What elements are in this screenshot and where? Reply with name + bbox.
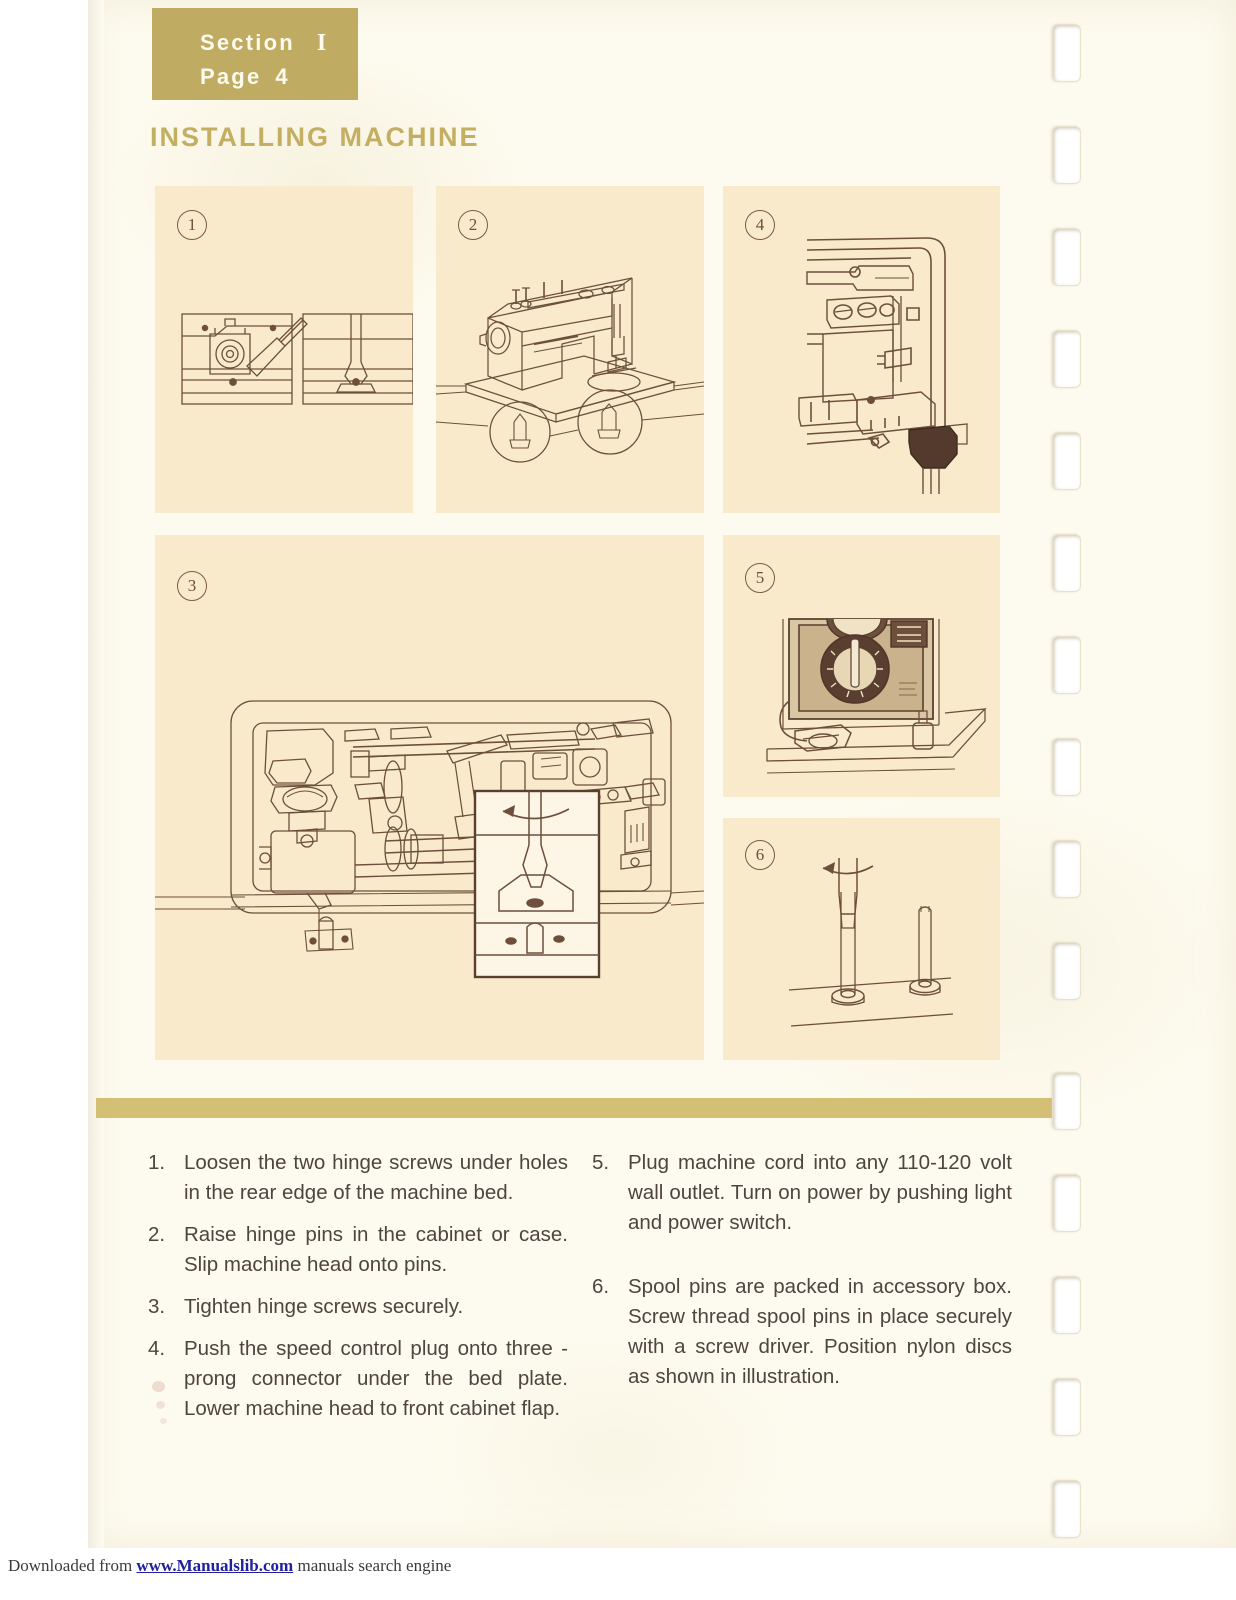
section-divider-bar bbox=[96, 1098, 1054, 1118]
page-left-edge-shadow bbox=[88, 0, 104, 1548]
footer-prefix: Downloaded from bbox=[8, 1556, 137, 1575]
panel-number-4: 4 bbox=[745, 210, 775, 240]
panel-number-5: 5 bbox=[745, 563, 775, 593]
step-number: 3. bbox=[148, 1295, 166, 1318]
instruction-step: 1. Loosen the two hinge screws under hol… bbox=[148, 1148, 568, 1208]
panel-number-6: 6 bbox=[745, 840, 775, 870]
panel-number-2: 2 bbox=[458, 210, 488, 240]
scan-white-margin-bottom bbox=[0, 1548, 1236, 1600]
page-title: INSTALLING MACHINE bbox=[150, 122, 480, 152]
binder-punch-hole bbox=[1052, 330, 1081, 388]
step-text: Tighten hinge screws securely. bbox=[184, 1295, 464, 1318]
instruction-step: 5. Plug machine cord into any 110-120 vo… bbox=[592, 1148, 1012, 1238]
illustration-6-artwork bbox=[788, 858, 954, 1027]
step-number: 6. bbox=[592, 1275, 610, 1298]
section-page-badge: Section I Page 4 bbox=[152, 8, 358, 100]
binder-punch-hole bbox=[1052, 636, 1081, 694]
download-attribution: Downloaded from www.Manualslib.com manua… bbox=[8, 1556, 451, 1576]
paper-foxing-mark bbox=[160, 1418, 167, 1424]
illustration-panel-4: 4 bbox=[723, 186, 1000, 513]
page-line: Page 4 bbox=[200, 64, 290, 90]
illustration-4-artwork bbox=[798, 237, 968, 494]
step-text: Raise hinge pins in the cabinet or case.… bbox=[184, 1223, 568, 1276]
binder-punch-hole bbox=[1052, 1174, 1081, 1232]
binder-punch-hole bbox=[1052, 1276, 1081, 1334]
section-label: Section bbox=[200, 30, 295, 55]
step-text: Loosen the two hinge screws under holes … bbox=[184, 1151, 568, 1204]
binder-punch-hole bbox=[1052, 840, 1081, 898]
paper-foxing-mark bbox=[156, 1401, 165, 1409]
instructions-right-column: 5. Plug machine cord into any 110-120 vo… bbox=[592, 1148, 1012, 1404]
binder-punch-hole bbox=[1052, 942, 1081, 1000]
step-number: 1. bbox=[148, 1151, 166, 1174]
manualslib-link[interactable]: www.Manualslib.com bbox=[136, 1556, 294, 1575]
illustration-panel-3: 3 bbox=[155, 535, 704, 1060]
instructions-left-column: 1. Loosen the two hinge screws under hol… bbox=[148, 1148, 568, 1436]
paper-foxing-mark bbox=[152, 1381, 165, 1392]
binder-punch-hole bbox=[1052, 1378, 1081, 1436]
binder-punch-hole bbox=[1052, 534, 1081, 592]
step-number: 4. bbox=[148, 1337, 166, 1360]
binder-punch-hole bbox=[1052, 228, 1081, 286]
binder-punch-hole bbox=[1052, 24, 1081, 82]
instruction-step: 3. Tighten hinge screws securely. bbox=[148, 1292, 568, 1322]
step-text: Spool pins are packed in accessory box. … bbox=[628, 1275, 1012, 1388]
step-text: Push the speed control plug onto three -… bbox=[184, 1337, 568, 1420]
illustration-5-artwork bbox=[766, 618, 987, 774]
illustration-panel-2: 2 bbox=[436, 186, 704, 513]
illustration-panel-6: 6 bbox=[723, 818, 1000, 1060]
instruction-step: 4. Push the speed control plug onto thre… bbox=[148, 1334, 568, 1424]
instruction-step: 2. Raise hinge pins in the cabinet or ca… bbox=[148, 1220, 568, 1280]
step-number: 2. bbox=[148, 1223, 166, 1246]
section-number: I bbox=[316, 30, 327, 56]
binder-punch-hole bbox=[1052, 1072, 1081, 1130]
binder-punch-hole bbox=[1052, 432, 1081, 490]
panel-number-3: 3 bbox=[177, 571, 207, 601]
binder-punch-hole bbox=[1052, 126, 1081, 184]
binder-punch-hole bbox=[1052, 738, 1081, 796]
illustration-panel-5: 5 bbox=[723, 535, 1000, 797]
illustration-3-artwork bbox=[155, 700, 704, 979]
scan-white-margin-left bbox=[0, 0, 88, 1548]
panel-number-1: 1 bbox=[177, 210, 207, 240]
illustration-1-artwork bbox=[181, 313, 413, 405]
step-number: 5. bbox=[592, 1151, 610, 1174]
page-number: 4 bbox=[275, 64, 290, 89]
binder-punch-hole bbox=[1052, 1480, 1081, 1538]
instruction-step: 6. Spool pins are packed in accessory bo… bbox=[592, 1272, 1012, 1392]
illustration-2-artwork bbox=[436, 277, 704, 463]
illustration-panel-1: 1 bbox=[155, 186, 413, 513]
footer-suffix: manuals search engine bbox=[293, 1556, 452, 1575]
page-label: Page bbox=[200, 64, 262, 89]
step-text: Plug machine cord into any 110-120 volt … bbox=[628, 1151, 1012, 1234]
section-line: Section I bbox=[200, 30, 326, 57]
